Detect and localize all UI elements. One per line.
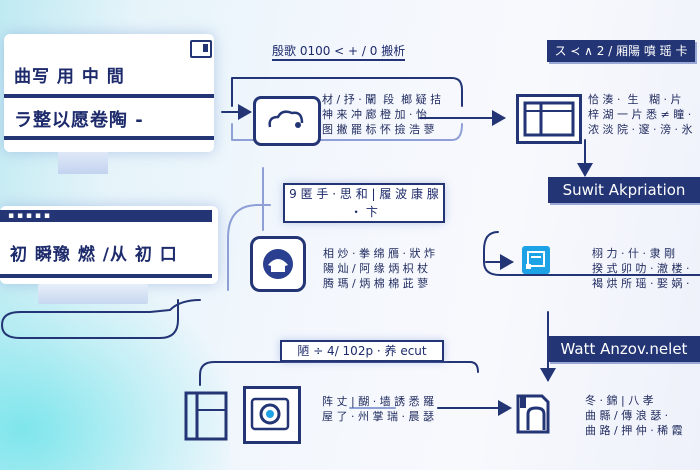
window-icon [516,94,582,144]
description-3: 相 炒 · 拳 绵 鴈 · 狀 炸 陽 灿 / 阿 缘 炳 枳 杖 腾 瑪 / … [323,247,435,290]
label-top-left: 殷歌 0100 < + / 0 搬析 [272,42,406,61]
description-1: 材 / 抒 · 闡 段 榔 疑 拮 神 来 冲 廊 橙 加 · 怡 图 撇 罷 … [322,93,442,136]
label-bottom-left: 陋 ÷ 4/ 102p · 养 ecut [280,340,444,362]
description-5: 阵 丈 | 醐 · 墙 誘 悉 羅 屋 了 · 州 掌 瑞 · 晨 瑟 [322,395,435,423]
cupcake-icon [250,236,306,292]
label-bottom-right: Watt Anzov.nelet [548,336,700,362]
description-4: 栩 力 · 什 · 隶 剛 揆 式 卯 叻 · 澈 楼 · 褐 烘 所 瑶 · … [592,247,690,290]
label-top-right: ス ≺ ∧ 2 / 厢陽 噴 瑶 卡 [547,40,695,62]
camera-icon [243,386,301,444]
monitor-1-subtitle: ラ整以愿卷陶 - [14,110,144,131]
document-icon [522,246,550,274]
monitor-2-stand [38,284,148,304]
cloud-icon [253,96,321,146]
monitor-2: ▪ ▪ ▪ ▪ ▪ 初 瞬豫 燃 /从 初 口 [0,206,218,284]
monitor-1-title: 曲写 用 中 間 [14,67,125,87]
description-2: 恰 湊 · 生 糊 · 片 梓 湖 一 片 悉 ≠ 瞳 · 浓 淡 院 · 邃 … [588,93,693,136]
monitor-1-stand [58,152,108,174]
label-mid-left: 9 匿 手 · 思 和 | 履 波 康 腺 ・ 卞 [283,183,445,223]
monitor-1: 曲写 用 中 間 ラ整以愿卷陶 - [4,34,214,152]
monitor-2-dots: ▪ ▪ ▪ ▪ ▪ [0,210,212,222]
window-icon [190,40,212,58]
monitor-2-title: 初 瞬豫 燃 /从 初 口 [10,245,178,265]
folder-icon [512,386,562,438]
book-icon [183,390,233,442]
description-6: 冬 · 錦 | 八 孝 曲 縣 / 傳 浪 瑟 · 曲 路 / 押 仲 · 稀 … [585,394,683,437]
label-mid-right: Suwit Akpriation [548,177,700,203]
